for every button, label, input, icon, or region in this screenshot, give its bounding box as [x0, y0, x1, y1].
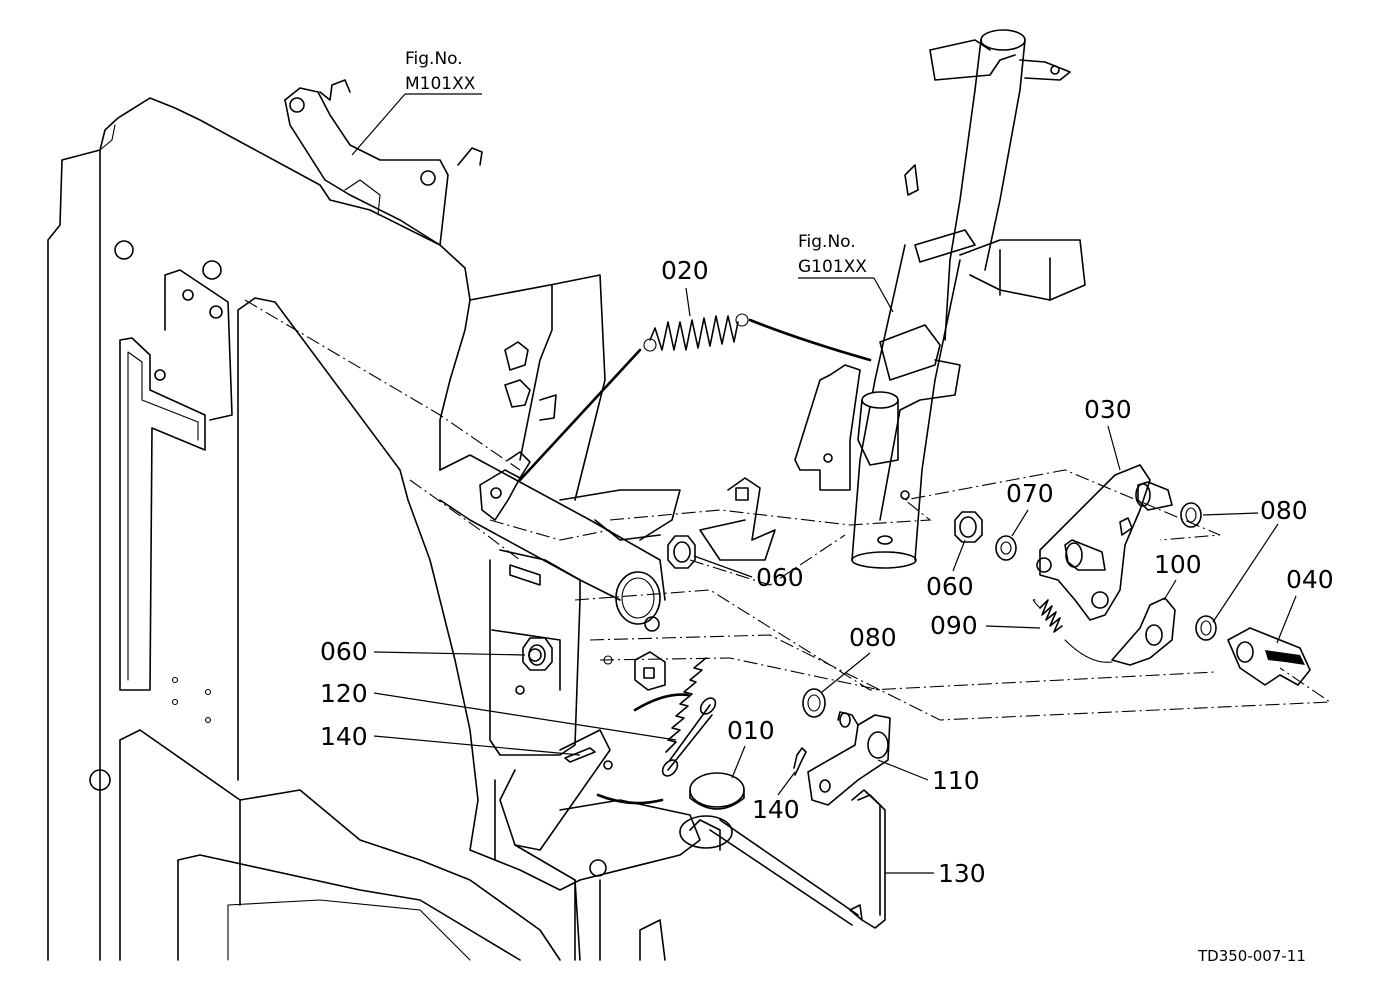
part-010-pad [679, 772, 745, 849]
callout-100: 100 [1154, 550, 1202, 579]
callout-030: 030 [1084, 395, 1132, 424]
callout-110: 110 [932, 766, 980, 795]
callout-010: 010 [727, 716, 775, 745]
fig-ref-m101xx: Fig.No. M101XX [351, 49, 482, 156]
callout-labels: 020 030 070 080 060 060 100 040 090 080 … [320, 256, 1334, 888]
fig-ref-line1: Fig.No. [405, 49, 463, 69]
frame-panel [47, 97, 561, 961]
part-130-rod [709, 789, 886, 929]
callout-040: 040 [1286, 565, 1334, 594]
part-030-lever [1036, 464, 1173, 621]
callout-070: 070 [1006, 479, 1054, 508]
spring-020 [518, 313, 872, 482]
callout-140-left: 140 [320, 722, 368, 751]
fig-ref-g101xx: Fig.No. G101XX [798, 232, 894, 313]
part-040-cam [1227, 627, 1311, 686]
callout-060-center: 060 [756, 563, 804, 592]
callout-060-right: 060 [926, 572, 974, 601]
callout-090: 090 [930, 611, 978, 640]
steering-column [794, 29, 1086, 569]
part-090-spring [1032, 599, 1113, 663]
part-120-spring [596, 657, 717, 805]
callout-080-top: 080 [1260, 496, 1308, 525]
part-140-pins [564, 747, 807, 776]
callout-020: 020 [661, 256, 709, 285]
part-100-latch [1111, 597, 1176, 666]
washers [522, 502, 1217, 718]
upper-bracket [284, 79, 483, 246]
drawing-code: TD350-007-11 [1197, 947, 1306, 965]
part-110-bracket [807, 711, 891, 806]
callout-080-center: 080 [849, 623, 897, 652]
fig-ref-line1: Fig.No. [798, 232, 856, 252]
callout-130: 130 [938, 859, 986, 888]
fig-ref-line2: M101XX [405, 74, 476, 94]
alignment-lines [244, 299, 1332, 721]
callout-140-right: 140 [752, 795, 800, 824]
pedal-shaft-assembly [439, 274, 776, 961]
callout-060-left: 060 [320, 637, 368, 666]
fig-ref-line2: G101XX [798, 257, 867, 277]
callout-120: 120 [320, 679, 368, 708]
